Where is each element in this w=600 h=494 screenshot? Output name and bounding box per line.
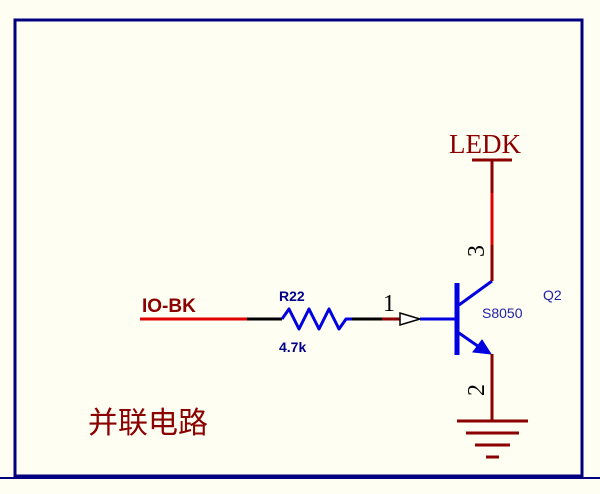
resistor-designator: R22 [279,288,305,304]
resistor-icon [280,307,352,331]
port-arrow-icon [399,311,423,327]
circuit-note: 并联电路 [88,406,208,441]
io-bk-net-label: IO-BK [142,296,196,317]
ledk-power-label: LEDK [449,129,521,159]
ground-icon [457,419,528,459]
emitter-pin-number: 2 [464,384,490,396]
npn-transistor-icon [454,279,493,355]
sheet-border [13,18,584,478]
transistor-designator: Q2 [543,287,562,303]
transistor-part-number: S8050 [482,305,523,321]
collector-pin-number: 3 [464,245,490,257]
base-pin-number: 1 [383,291,395,317]
resistor-value: 4.7k [279,339,306,355]
